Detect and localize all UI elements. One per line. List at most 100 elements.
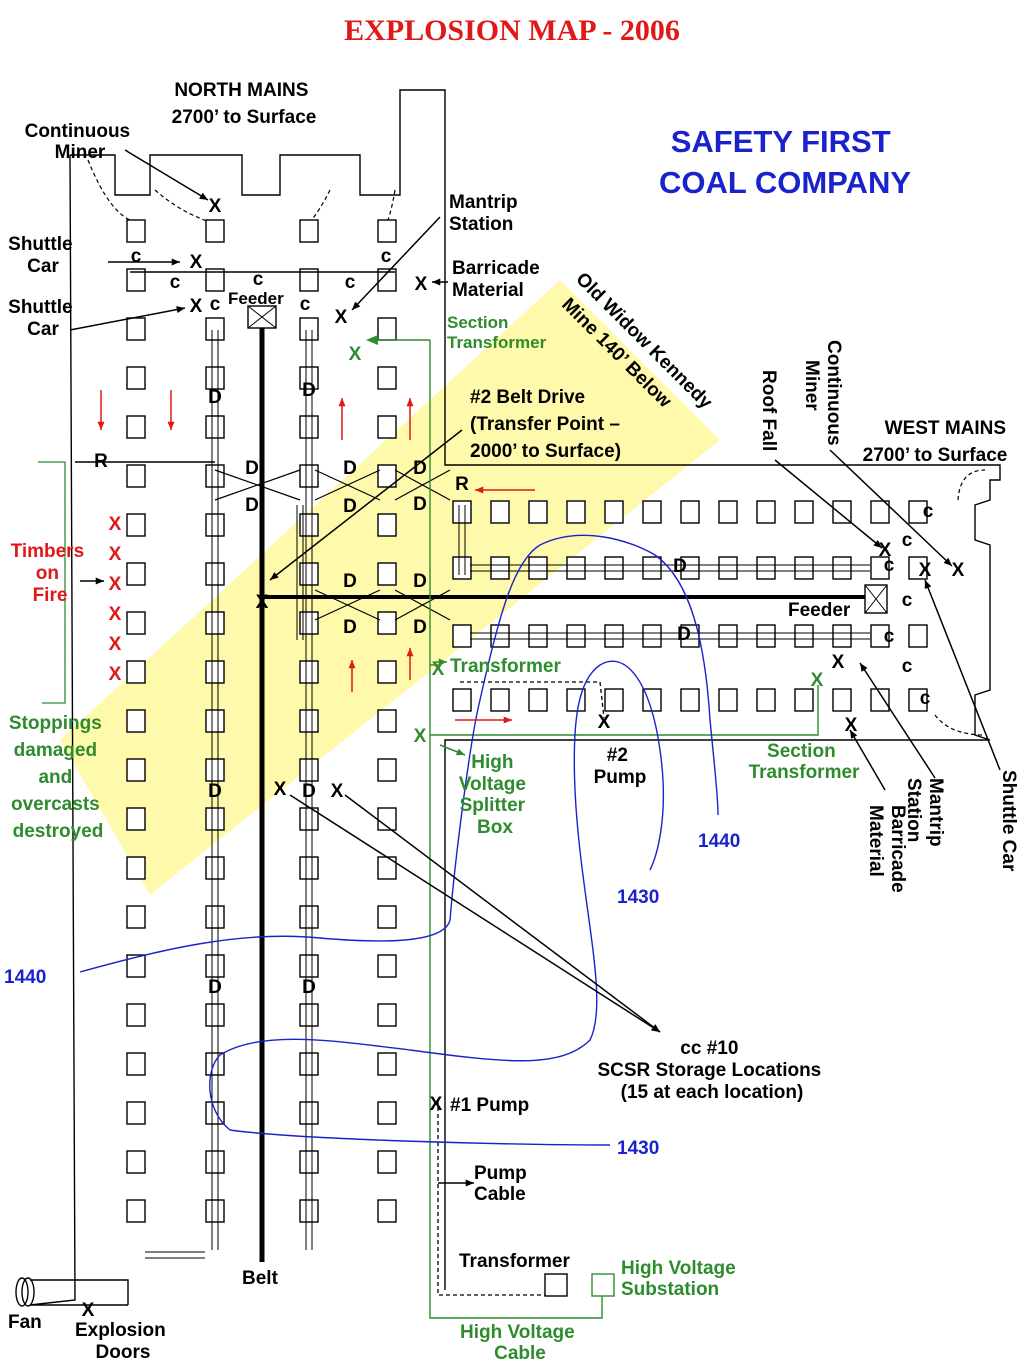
x-marker: X xyxy=(832,652,845,673)
pillar xyxy=(642,500,662,524)
pillar xyxy=(299,562,319,586)
pillar xyxy=(299,1101,319,1125)
svg-text:Barricade Material: Barricade Material xyxy=(865,805,908,898)
hv-substation-label-2: Substation xyxy=(621,1279,719,1300)
pillar xyxy=(528,556,548,580)
pillar xyxy=(794,688,814,712)
pillar xyxy=(718,500,738,524)
pillar xyxy=(490,624,510,648)
pump-cable xyxy=(437,1100,545,1296)
svg-text:Mantrip Station: Mantrip Station xyxy=(449,192,523,235)
feeder-north xyxy=(247,305,277,329)
barricade-material-w-label-2: Material xyxy=(865,805,886,877)
pillar xyxy=(126,905,146,929)
pillar xyxy=(377,905,397,929)
pillar xyxy=(528,624,548,648)
pillar xyxy=(566,500,586,524)
crosscut-marker: c xyxy=(131,246,142,267)
leader-line xyxy=(859,662,936,779)
pillar xyxy=(566,624,586,648)
leader-line xyxy=(124,149,209,201)
section-transformer-w-label: Section xyxy=(767,741,836,762)
west-mains-depth: 2700’ to Surface xyxy=(863,445,1008,466)
pillar xyxy=(718,624,738,648)
pillar xyxy=(756,500,776,524)
svg-text:High Voltage Splitter: High Voltage Splitter Box xyxy=(459,752,532,838)
pillar xyxy=(299,1150,319,1174)
company-name-line1: SAFETY FIRST xyxy=(671,124,891,159)
face-lines xyxy=(87,159,986,736)
pillar xyxy=(126,1150,146,1174)
pillar xyxy=(604,500,624,524)
leader-line xyxy=(269,429,463,581)
substation-box xyxy=(591,1273,615,1297)
x-marker: X xyxy=(598,712,611,733)
arrow-head xyxy=(338,398,346,407)
pillar xyxy=(205,1052,225,1076)
scsr-label-3: (15 at each location) xyxy=(621,1082,804,1103)
belt-drive-label-3: 2000’ to Surface) xyxy=(470,441,621,462)
svg-text:#2 Pump: #2 Pump xyxy=(594,745,647,788)
pillar xyxy=(452,556,472,580)
feeder-n-label: Feeder xyxy=(228,289,284,308)
x-marker: X xyxy=(209,196,222,217)
leader-line xyxy=(849,729,886,791)
pillar xyxy=(126,856,146,880)
crosscut-marker: c xyxy=(884,555,895,576)
pillar xyxy=(299,366,319,390)
pillar xyxy=(794,624,814,648)
pillar xyxy=(377,709,397,733)
hv-splitter-label-4: Box xyxy=(477,817,513,838)
pillar xyxy=(205,1003,225,1027)
pillar xyxy=(299,856,319,880)
arrow-head xyxy=(860,663,868,672)
pillar xyxy=(126,562,146,586)
arrow-head xyxy=(651,1024,660,1032)
belt-drive-label: #2 Belt Drive xyxy=(470,387,585,408)
scsr-label: cc #10 xyxy=(680,1038,738,1059)
continuous-miner-nw-label-2: Miner xyxy=(55,142,106,163)
pillar xyxy=(205,513,225,537)
x-marker: X xyxy=(845,715,858,736)
pillar xyxy=(870,500,890,524)
pillar xyxy=(908,688,928,712)
belt-and-tracks xyxy=(130,271,870,1259)
pillar xyxy=(642,556,662,580)
pillar xyxy=(377,1150,397,1174)
arrow-head xyxy=(503,716,512,724)
pillar xyxy=(452,688,472,712)
hv-splitter-label-3: Splitter xyxy=(460,795,526,816)
pillar xyxy=(908,500,928,524)
pillar xyxy=(908,556,928,580)
contour-1430-bottom: 1430 xyxy=(617,1138,659,1159)
pump2-label: #2 xyxy=(607,745,628,766)
leader-line xyxy=(289,794,661,1033)
svg-text:Pump Cable: Pump Cable xyxy=(474,1163,532,1205)
x-marker: X xyxy=(879,540,892,561)
pillar xyxy=(126,268,146,292)
pillar xyxy=(528,500,548,524)
scsr-label-2: SCSR Storage Locations xyxy=(597,1060,821,1081)
crosscut-marker: c xyxy=(902,590,913,611)
pillar xyxy=(377,1052,397,1076)
pillar xyxy=(299,660,319,684)
high-voltage-cable-main xyxy=(429,340,603,1319)
arrow-head xyxy=(873,540,882,548)
pillar xyxy=(126,807,146,831)
pillar xyxy=(299,1199,319,1223)
door-marker: D xyxy=(208,387,222,408)
arrow-head xyxy=(176,306,185,313)
door-marker: D xyxy=(245,495,259,516)
pillar xyxy=(126,219,146,243)
pillar xyxy=(377,562,397,586)
arrow-head xyxy=(943,557,952,566)
crosscut-marker: c xyxy=(884,626,895,647)
pillar xyxy=(205,415,225,439)
svg-text:WEST MAINS 2700’ to Surfac: WEST MAINS 2700’ to Surface xyxy=(863,418,1012,466)
pillar xyxy=(299,1003,319,1027)
crosscut-marker: c xyxy=(300,294,311,315)
crosscut-marker: c xyxy=(902,530,913,551)
door-marker: D xyxy=(673,556,687,577)
pillar xyxy=(126,1199,146,1223)
